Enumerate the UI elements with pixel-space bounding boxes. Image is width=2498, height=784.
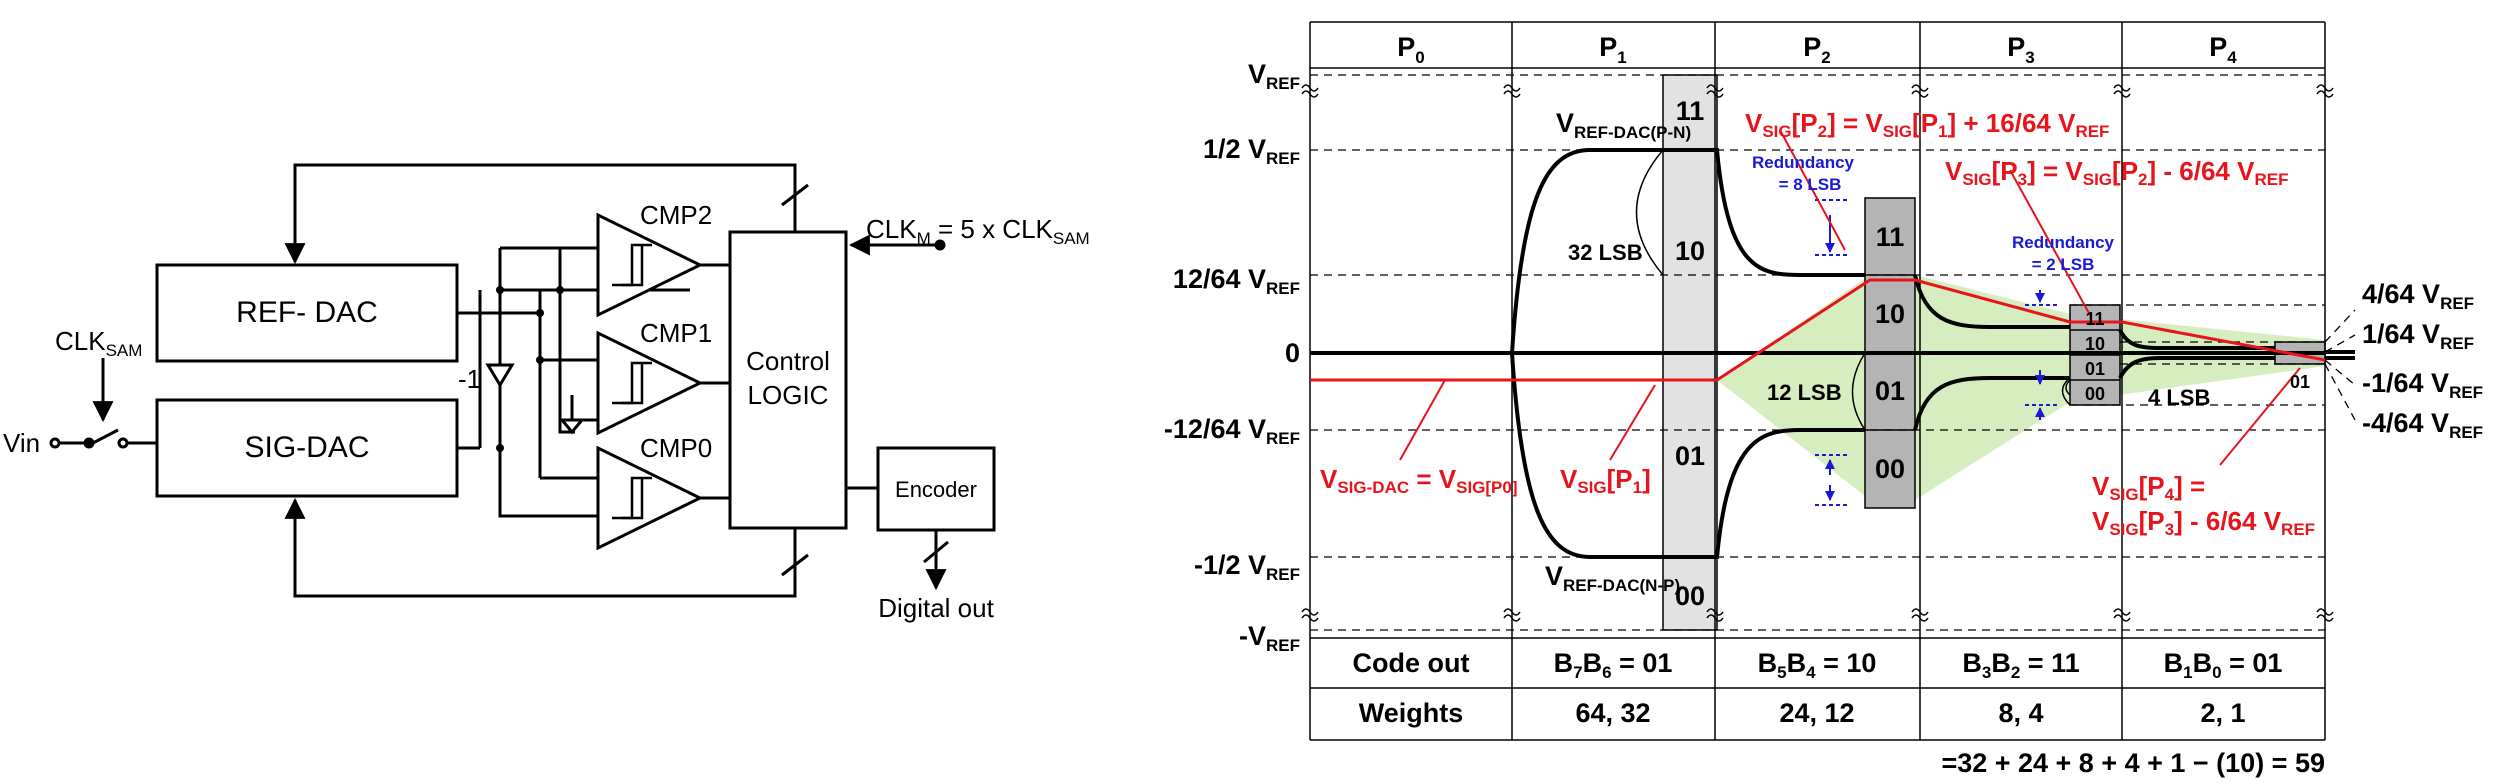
cmp2-triangle: [596, 212, 704, 318]
table-code-p2: B5B4 = 10: [1758, 648, 1877, 682]
red-pointers: [1399, 129, 2301, 466]
y-label-mhalf: -1/2 VREF: [1194, 550, 1300, 584]
lsb12-label: 12 LSB: [1767, 380, 1842, 405]
vin-label: Vin: [3, 428, 40, 458]
control-logic-block: [728, 230, 848, 530]
y-label-m12: -12/64 VREF: [1164, 414, 1300, 448]
ref-dac-np-label: VREF-DAC(N-P): [1545, 561, 1680, 595]
clk-sam-label: CLKSAM: [55, 326, 142, 360]
sig-p4-line2: VSIG[P3] - 6/64 VREF: [2092, 506, 2315, 539]
sig-dac-trace: [1310, 278, 2326, 382]
redundancy8-line2: = 8 LSB: [1779, 175, 1842, 194]
digital-out-label: Digital out: [878, 593, 994, 623]
break-marks: [1301, 84, 2334, 622]
code-p1-10: 10: [1675, 236, 1705, 266]
redundancy-markers: [1815, 199, 2058, 506]
lsb4-label: 4 LSB: [2148, 385, 2210, 410]
ref-dac-pn-label: VREF-DAC(P-N): [1556, 108, 1691, 142]
result-equation: =32 + 24 + 8 + 4 + 1 − (10) = 59: [1941, 748, 2325, 778]
table-weight-p1: 64, 32: [1575, 698, 1650, 728]
code-p2-10: 10: [1875, 299, 1905, 329]
right-label-p1: 1/64 VREF: [2362, 319, 2474, 353]
eq-p2: VSIG[P2] = VSIG[P1] + 16/64 VREF: [1745, 108, 2109, 141]
code-p3-00: 00: [2085, 384, 2105, 404]
sig-p4-line1: VSIG[P4] =: [2092, 471, 2205, 504]
table-weight-p4: 2, 1: [2200, 698, 2245, 728]
table-weights-label: Weights: [1359, 698, 1464, 728]
code-p3-01: 01: [2085, 359, 2105, 379]
code-p1-11: 11: [1676, 96, 1705, 126]
code-p3-11: 11: [2085, 309, 2104, 329]
y-label-zero: 0: [1285, 338, 1300, 368]
lsb-arcs: [1635, 149, 2071, 431]
sig-p1: VSIG[P1]: [1560, 464, 1651, 497]
table-weight-p3: 8, 4: [1998, 698, 2043, 728]
cmp0-triangle: [596, 445, 704, 551]
logic-label: LOGIC: [748, 380, 829, 410]
y-label-half: 1/2 VREF: [1203, 134, 1300, 168]
code-p1-00: 00: [1675, 581, 1705, 611]
right-label-p4: 4/64 VREF: [2362, 279, 2474, 313]
clk-m-label: CLKM = 5 x CLKSAM: [866, 214, 1090, 248]
sig-dac-label: SIG-DAC: [244, 431, 369, 464]
table-code-p3: B3B2 = 11: [1962, 648, 2079, 682]
control-label: Control: [746, 346, 830, 376]
y-label-mvref: -VREF: [1239, 621, 1300, 655]
phase-p2: P2: [1803, 32, 1830, 67]
ref-dac-curves: [1510, 148, 2355, 559]
code-p2-11: 11: [1876, 222, 1905, 252]
right-label-m1: -1/64 VREF: [2362, 368, 2483, 402]
sig-dac-eq: VSIG-DAC = VSIG[P0]: [1320, 464, 1518, 497]
encoder-label: Encoder: [895, 477, 977, 502]
table-code-p4: B1B0 = 01: [2164, 648, 2283, 682]
cmp1-label: CMP1: [640, 318, 712, 348]
code-p2-01: 01: [1875, 376, 1905, 406]
block-diagram-dots: [496, 286, 564, 452]
right-label-m4: -4/64 VREF: [2362, 408, 2483, 442]
y-label-vref: VREF: [1248, 59, 1300, 93]
table-code-out-label: Code out: [1353, 648, 1470, 678]
phase-p1: P1: [1599, 32, 1626, 67]
ref-dac-label: REF- DAC: [236, 296, 378, 329]
redundancy2-line2: = 2 LSB: [2032, 255, 2095, 274]
phase-p0: P0: [1397, 32, 1424, 67]
block-diagram: [49, 163, 996, 598]
code-p4-01: 01: [2290, 372, 2310, 392]
table-code-p1: B7B6 = 01: [1554, 648, 1673, 682]
code-p1-01: 01: [1675, 441, 1705, 471]
cmp1-triangle: [596, 330, 704, 436]
redundancy8-line1: Redundancy: [1752, 153, 1855, 172]
lsb32-label: 32 LSB: [1568, 240, 1643, 265]
cmp0-label: CMP0: [640, 433, 712, 463]
phase-p3: P3: [2007, 32, 2034, 67]
code-p3-10: 10: [2085, 334, 2105, 354]
cmp2-label: CMP2: [640, 200, 712, 230]
redundancy2-line1: Redundancy: [2012, 233, 2115, 252]
eq-p3: VSIG[P3] = VSIG[P2] - 6/64 VREF: [1945, 156, 2288, 189]
table-weight-p2: 24, 12: [1779, 698, 1854, 728]
phase-p4: P4: [2209, 32, 2237, 67]
inverter-label: -1: [458, 364, 481, 394]
y-label-p12: 12/64 VREF: [1173, 264, 1300, 298]
code-p2-00: 00: [1875, 454, 1905, 484]
